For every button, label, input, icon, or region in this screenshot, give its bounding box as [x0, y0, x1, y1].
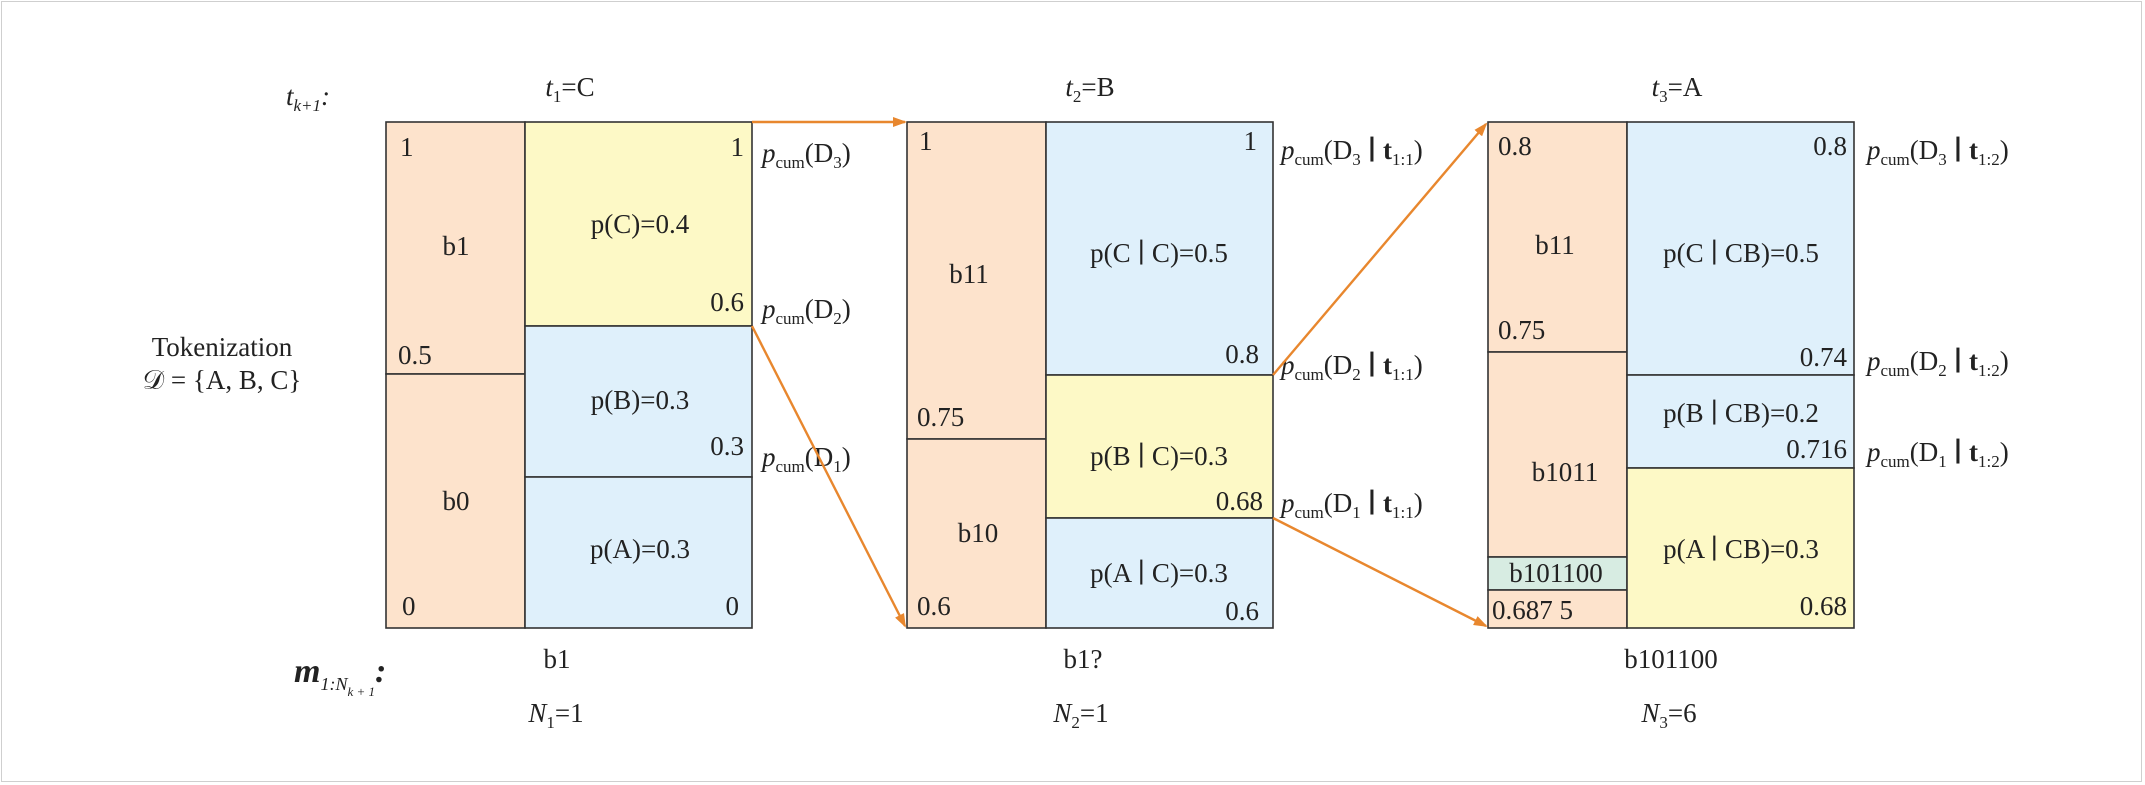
step-3-prob-B-label: p(B ∣ CB)=0.2: [1663, 398, 1819, 428]
step-1-bin-bottom: 0: [402, 591, 416, 621]
step-2-prob-A-label: p(A ∣ C)=0.3: [1090, 558, 1228, 588]
step-1-bits: b1: [544, 644, 571, 674]
step-2-prob-C-label: p(C ∣ C)=0.5: [1090, 238, 1228, 268]
step-3-bin-rest: [1487, 589, 1628, 629]
step-2-bin-b10: [906, 438, 1047, 629]
step-3-bin-top: 0.8: [1498, 131, 1532, 161]
step-1-cum-D1: pcum(D1): [760, 442, 851, 476]
step-3-prob-0716: 0.716: [1786, 434, 1847, 464]
step-2-bin-b11: [906, 121, 1047, 440]
step-2-bin-top: 1: [919, 126, 933, 156]
step-3-bin-075: 0.75: [1498, 315, 1545, 345]
step-2-prob-C: [1045, 121, 1274, 376]
step-2-prob-068: 0.68: [1216, 486, 1263, 516]
step-2-prob-B: [1045, 374, 1274, 519]
step-1-prob-B: [524, 325, 753, 478]
step-1-prob-C-label: p(C)=0.4: [591, 209, 690, 239]
step-3-prob-C: [1626, 121, 1855, 376]
step-2-prob-B-label: p(B ∣ C)=0.3: [1090, 441, 1228, 471]
arrow-step1-bottom: [750, 325, 907, 628]
message-label: m1:Nk + 1:: [294, 653, 386, 699]
step-2: t2=B b11 b10 1 0.75 0.6 p(C ∣ C)=0.5 p(B…: [906, 72, 1423, 732]
step-1-prob-0: 0: [726, 591, 740, 621]
step-3-bin-b101100-label: b101100: [1509, 558, 1603, 588]
tokenization-title: Tokenization: [152, 332, 293, 362]
step-3-bits: b101100: [1624, 644, 1718, 674]
step-1-prob-C: [524, 121, 753, 327]
step-1-prob-06: 0.6: [710, 287, 744, 317]
step-3-prob-A-label: p(A ∣ CB)=0.3: [1663, 534, 1819, 564]
step-2-prob-A: [1045, 517, 1274, 629]
step-1-prob-A: [524, 476, 753, 629]
step-3-token: t3=A: [1652, 72, 1703, 106]
arrow-step2-bottom: [1272, 516, 1488, 628]
step-2-cum-D2: pcum(D2 ∣ t1:1): [1279, 350, 1423, 384]
step-3-bin-b11: [1487, 121, 1628, 353]
step-1-cum-D2: pcum(D2): [760, 294, 851, 328]
step-3-prob-068: 0.68: [1800, 591, 1847, 621]
step-1-prob-03: 0.3: [710, 431, 744, 461]
step-2-cum-D1: pcum(D1 ∣ t1:1): [1279, 488, 1423, 522]
step-3-bin-bottom: 0.687 5: [1492, 595, 1573, 625]
step-3-bin-b1011: [1487, 351, 1628, 558]
header-label: tk+1:: [286, 81, 330, 115]
step-3-prob-top: 0.8: [1813, 131, 1847, 161]
step-3-prob-A: [1626, 467, 1855, 629]
arrow-step2-top: [1272, 122, 1488, 376]
step-1-bin-b0: [385, 373, 526, 629]
step-2-prob-06: 0.6: [1225, 596, 1259, 626]
step-1-bin-mid: 0.5: [398, 340, 432, 370]
step-3-bin-b1011-label: b1011: [1532, 457, 1599, 487]
step-2-bin-b11-label: b11: [949, 259, 989, 289]
step-2-bin-b10-label: b10: [958, 518, 999, 548]
step-1: t1=C b1 b0 1 0.5 0 p(C)=0.4 p(B)=0.3 p(A…: [385, 72, 851, 732]
step-2-prob-08: 0.8: [1225, 339, 1259, 369]
step-2-token: t2=B: [1065, 72, 1114, 106]
step-1-prob-B-label: p(B)=0.3: [591, 385, 689, 415]
step-2-bin-mid: 0.75: [917, 402, 964, 432]
step-3-prob-B: [1626, 374, 1855, 469]
step-3-prob-C-label: p(C ∣ CB)=0.5: [1663, 238, 1819, 268]
step-2-bin-bottom: 0.6: [917, 591, 951, 621]
step-1-bin-b1: [385, 121, 526, 375]
step-1-prob-A-label: p(A)=0.3: [590, 534, 690, 564]
step-1-bin-top: 1: [400, 132, 414, 162]
step-3-cum-D1: pcum(D1 ∣ t1:2): [1865, 437, 2009, 471]
step-3-cum-D3: pcum(D3 ∣ t1:2): [1865, 135, 2009, 169]
step-3-prob-074: 0.74: [1800, 342, 1848, 372]
step-2-n: N2=1: [1052, 698, 1108, 732]
step-1-token: t1=C: [545, 72, 594, 106]
step-3-bin-b101100: [1487, 556, 1628, 591]
step-3-bin-b11-label: b11: [1535, 230, 1575, 260]
step-1-cum-D3: pcum(D3): [760, 138, 851, 172]
step-3-n: N3=6: [1640, 698, 1696, 732]
step-1-bin-b0-label: b0: [443, 486, 470, 516]
step-2-prob-top: 1: [1244, 126, 1258, 156]
step-2-bits: b1?: [1064, 644, 1103, 674]
step-2-cum-D3: pcum(D3 ∣ t1:1): [1279, 135, 1423, 169]
step-3: t3=A b11 b1011 b101100 0.8 0.75 0.687 5 …: [1487, 72, 2009, 732]
step-1-prob-top: 1: [731, 132, 745, 162]
tokenization-set: 𝒟 = {A, B, C}: [143, 365, 302, 395]
step-1-n: N1=1: [527, 698, 583, 732]
step-3-cum-D2: pcum(D2 ∣ t1:2): [1865, 346, 2009, 380]
step-1-bin-b1-label: b1: [443, 231, 470, 261]
